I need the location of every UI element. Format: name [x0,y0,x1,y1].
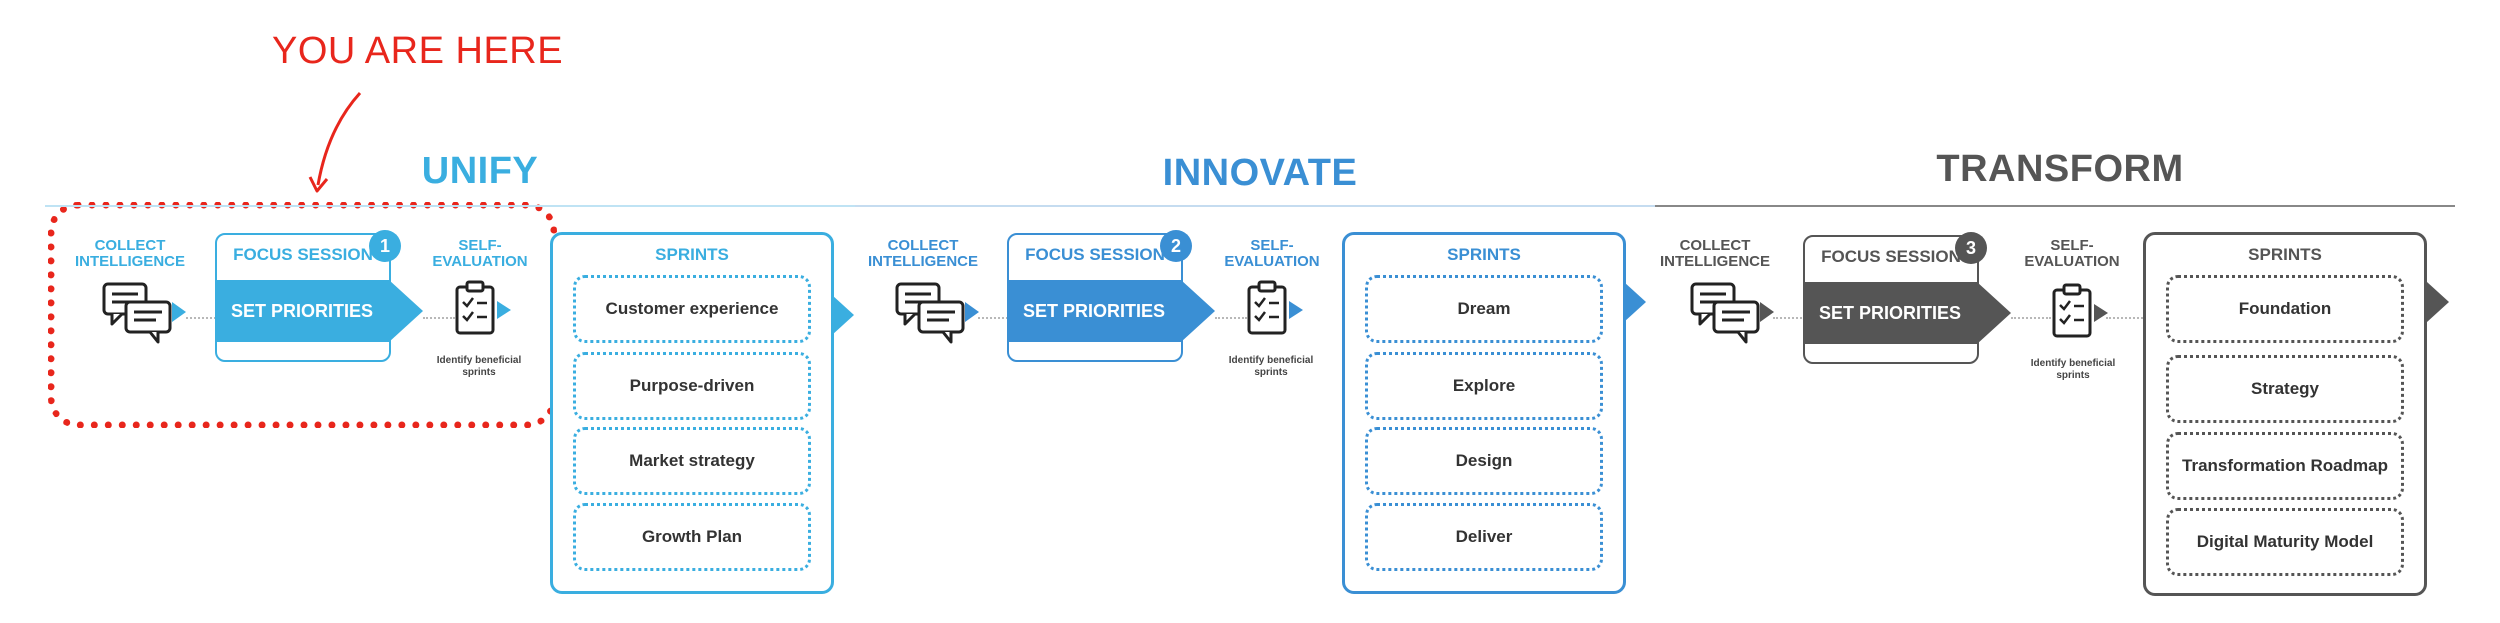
sprints-header: SPRINTS [1447,245,1521,264]
sprint-item: Foundation [2166,275,2404,343]
sprints-panel: SPRINTS Foundation Strategy Transformati… [2143,232,2427,596]
sprints-header: SPRINTS [2248,245,2322,264]
clipboard-check-icon [1247,280,1303,335]
connector-dots [186,317,216,319]
sprint-item: Market strategy [573,427,811,495]
sprint-item: Customer experience [573,275,811,343]
focus-session-title: FOCUS SESSION [1821,247,1961,266]
self-evaluation-label: SELF- EVALUATION [432,237,528,270]
connector-dots [2011,317,2051,319]
collect-intelligence-label: COLLECT INTELLIGENCE [1659,237,1770,270]
collect-intelligence-label: COLLECT INTELLIGENCE [867,237,978,270]
phase-title: TRANSFORM [1936,148,2184,190]
chat-icon [895,282,979,344]
you-are-here-label: YOU ARE HERE [272,30,564,72]
phase-divider [1655,205,2455,207]
sprints-header: SPRINTS [655,245,729,264]
step-number-badge: 1 [369,230,401,262]
sprints-panel: SPRINTS Dream Explore Design Deliver [1342,232,1626,594]
connector-dots [1773,317,1805,319]
set-priorities-band: SET PRIORITIES [215,280,389,342]
sprint-item: Strategy [2166,355,2404,423]
self-evaluation-label: SELF- EVALUATION [2024,237,2120,270]
phase-divider [45,205,855,207]
sprint-item: Purpose-driven [573,352,811,420]
sprint-item: Dream [1365,275,1603,343]
sprint-item: Explore [1365,352,1603,420]
identify-sprints-note: Identify beneficial sprints [2030,358,2116,381]
phase-divider [855,205,1655,207]
set-priorities-band: SET PRIORITIES [1803,282,1977,344]
band-arrow [1181,280,1215,342]
identify-sprints-note: Identify beneficial sprints [1228,355,1314,378]
connector-dots [423,317,455,319]
step-number-badge: 3 [1955,232,1987,264]
phase-arrow [832,295,854,335]
sprint-item: Deliver [1365,503,1603,571]
sprint-item: Growth Plan [573,503,811,571]
collect-intelligence-label: COLLECT INTELLIGENCE [74,237,185,270]
band-arrow [1977,282,2011,344]
set-priorities-band: SET PRIORITIES [1007,280,1181,342]
self-evaluation-label: SELF- EVALUATION [1224,237,1320,270]
chat-icon [102,282,186,344]
you-are-here-arrow [308,91,362,193]
phase-arrow [2427,282,2449,322]
sprint-item: Design [1365,427,1603,495]
phase-title: UNIFY [421,150,539,192]
connector-dots [2106,317,2146,319]
sprints-panel: SPRINTS Customer experience Purpose-driv… [550,232,834,594]
clipboard-check-icon [455,280,511,335]
focus-session-title: FOCUS SESSION [233,245,373,264]
phase-arrow [1624,282,1646,322]
sprint-item: Digital Maturity Model [2166,508,2404,576]
connector-dots [1215,317,1247,319]
identify-sprints-note: Identify beneficial sprints [436,355,522,378]
sprint-item: Transformation Roadmap [2166,432,2404,500]
connector-dots [978,317,1008,319]
step-number-badge: 2 [1160,230,1192,262]
phase-title: INNOVATE [1162,152,1358,194]
focus-session-title: FOCUS SESSION [1025,245,1165,264]
chat-icon [1690,282,1774,344]
band-arrow [389,280,423,342]
clipboard-check-icon [2052,283,2108,338]
